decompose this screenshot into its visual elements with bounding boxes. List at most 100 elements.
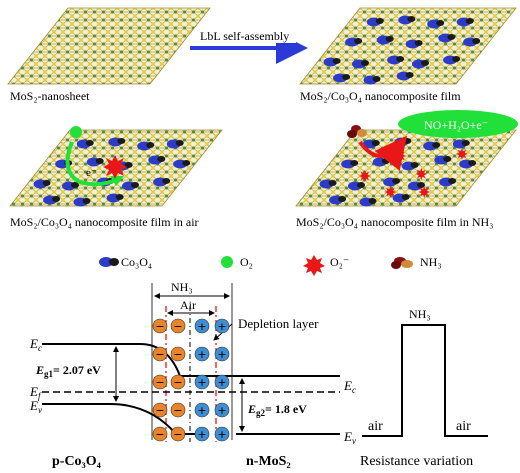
reaction-product-label: NO+H₂O+e⁻: [424, 118, 488, 132]
mos2-nanosheet-caption: MoS₂-nanosheet: [10, 89, 90, 103]
svg-text:+: +: [217, 348, 226, 361]
co3o4-particle: [329, 195, 347, 205]
svg-text:−: −: [155, 348, 164, 361]
co3o4-particle: [108, 137, 126, 147]
resistance-air-right: air: [456, 419, 471, 434]
resistance-caption: Resistance variation: [360, 454, 473, 469]
co3o4-particle: [122, 181, 139, 191]
svg-text:−: −: [155, 320, 164, 333]
co3o4-particle: [323, 57, 341, 67]
reaction-product-bubble: [398, 110, 518, 138]
co3o4-particle: [423, 141, 441, 151]
o2-minus-icon: [418, 186, 431, 198]
co3o4-particle: [106, 193, 124, 203]
electron-carrier: −: [152, 426, 168, 442]
co3o4-icon: [99, 257, 119, 267]
lbl-assembly-label: LbL self-assembly: [200, 29, 289, 43]
ec-left-label: Ec: [29, 336, 42, 353]
o2-minus-icon: [456, 148, 468, 160]
svg-text:−: −: [155, 376, 164, 389]
o2-minus-icon: [415, 168, 428, 180]
co3o4-particle: [387, 55, 405, 65]
co3o4-particle: [398, 15, 416, 25]
co3o4-particle: [359, 197, 377, 207]
co3o4-particle: [452, 139, 470, 149]
svg-text:+: +: [197, 404, 206, 417]
co3o4-particle: [153, 177, 171, 187]
svg-text:−: −: [173, 376, 182, 389]
ec-right-label: Ec: [343, 378, 356, 395]
resistance-nh3-label: NH₃: [409, 307, 431, 321]
eg1-label: Eg1= 2.07 eV: [35, 363, 101, 379]
co3o4-particle: [463, 37, 481, 47]
band-nh3-label: NH₃: [171, 280, 193, 294]
co3o4-particle: [352, 59, 369, 69]
co3o4-particle: [396, 71, 414, 81]
co3o4-particle: [405, 39, 423, 49]
co3o4-particle: [73, 197, 91, 207]
co3o4-particle: [341, 159, 359, 169]
svg-text:+: +: [197, 428, 206, 441]
electron-carrier: −: [170, 426, 186, 442]
p-co3o4-label: p-Co₃O₄: [52, 454, 102, 469]
electron-carrier: +: [214, 426, 230, 442]
co3o4-particle: [408, 181, 425, 191]
svg-text:−: −: [155, 428, 164, 441]
o2-icon: [221, 256, 233, 268]
legend-nh3-icon: [391, 257, 413, 269]
co3o4-particle: [76, 139, 94, 149]
svg-text:+: +: [217, 320, 226, 333]
o2-minus-icon: [358, 170, 371, 182]
co3o4-particle: [173, 159, 191, 169]
co3o4-particle: [166, 139, 184, 149]
svg-text:+: +: [217, 404, 226, 417]
co3o4-particle: [319, 179, 337, 189]
electron-carrier: +: [214, 346, 230, 362]
film-in-air-caption: MoS₂/Co₃O₄ nanocomposite film in air: [10, 215, 199, 229]
o2-minus-icon: [103, 155, 127, 179]
eg2-label: Eg2= 1.8 eV: [247, 402, 307, 418]
co3o4-particle: [333, 73, 351, 83]
electron-carrier: −: [170, 318, 186, 334]
co3o4-particle: [345, 37, 363, 47]
electron-carrier: −: [152, 318, 168, 334]
co3o4-particle: [443, 55, 461, 65]
ev-left-label: Ev: [29, 398, 42, 415]
nanocomposite-film: [299, 7, 517, 85]
electron-carrier: −: [170, 402, 186, 418]
film-in-nh3: [295, 125, 517, 207]
electron-carrier: −: [152, 402, 168, 418]
co3o4-particle: [459, 159, 477, 169]
electron-carrier: +: [214, 318, 230, 334]
film-in-air: [9, 126, 223, 207]
electron-carrier: +: [194, 374, 210, 390]
co3o4-particle: [438, 33, 456, 43]
arrow-label-bg: [198, 28, 296, 43]
co3o4-particle: [439, 177, 457, 187]
svg-text:−: −: [173, 320, 182, 333]
legend: Co₃O₄ O₂ O₂⁻ NH₃: [99, 255, 442, 276]
co3o4-particle: [427, 19, 445, 29]
film-in-nh3-caption: MoS₂/Co₃O₄ nanocomposite film in NH₃: [296, 215, 493, 229]
electron-carrier: +: [194, 318, 210, 334]
electron-carrier: −: [170, 374, 186, 390]
legend-o2-minus-label: O₂⁻: [330, 255, 349, 269]
electron-carrier: −: [170, 346, 186, 362]
legend-nh3-label: NH₃: [420, 255, 442, 269]
band-air-label: Air: [180, 298, 196, 312]
electron-carrier: +: [214, 374, 230, 390]
resistance-curve: [362, 324, 488, 437]
o2-molecule-icon: [70, 126, 82, 138]
co3o4-particle: [86, 157, 104, 167]
electron-carrier: +: [214, 402, 230, 418]
svg-text:+: +: [217, 428, 226, 441]
svg-text:+: +: [197, 348, 206, 361]
nh3-molecule-icon: [347, 125, 367, 138]
co3o4-particle: [148, 155, 166, 165]
co3o4-particle: [137, 141, 155, 151]
co3o4-particle: [366, 17, 384, 27]
legend-co3o4-label: Co₃O₄: [121, 255, 152, 269]
svg-text:−: −: [173, 428, 182, 441]
co3o4-particle: [348, 181, 365, 191]
